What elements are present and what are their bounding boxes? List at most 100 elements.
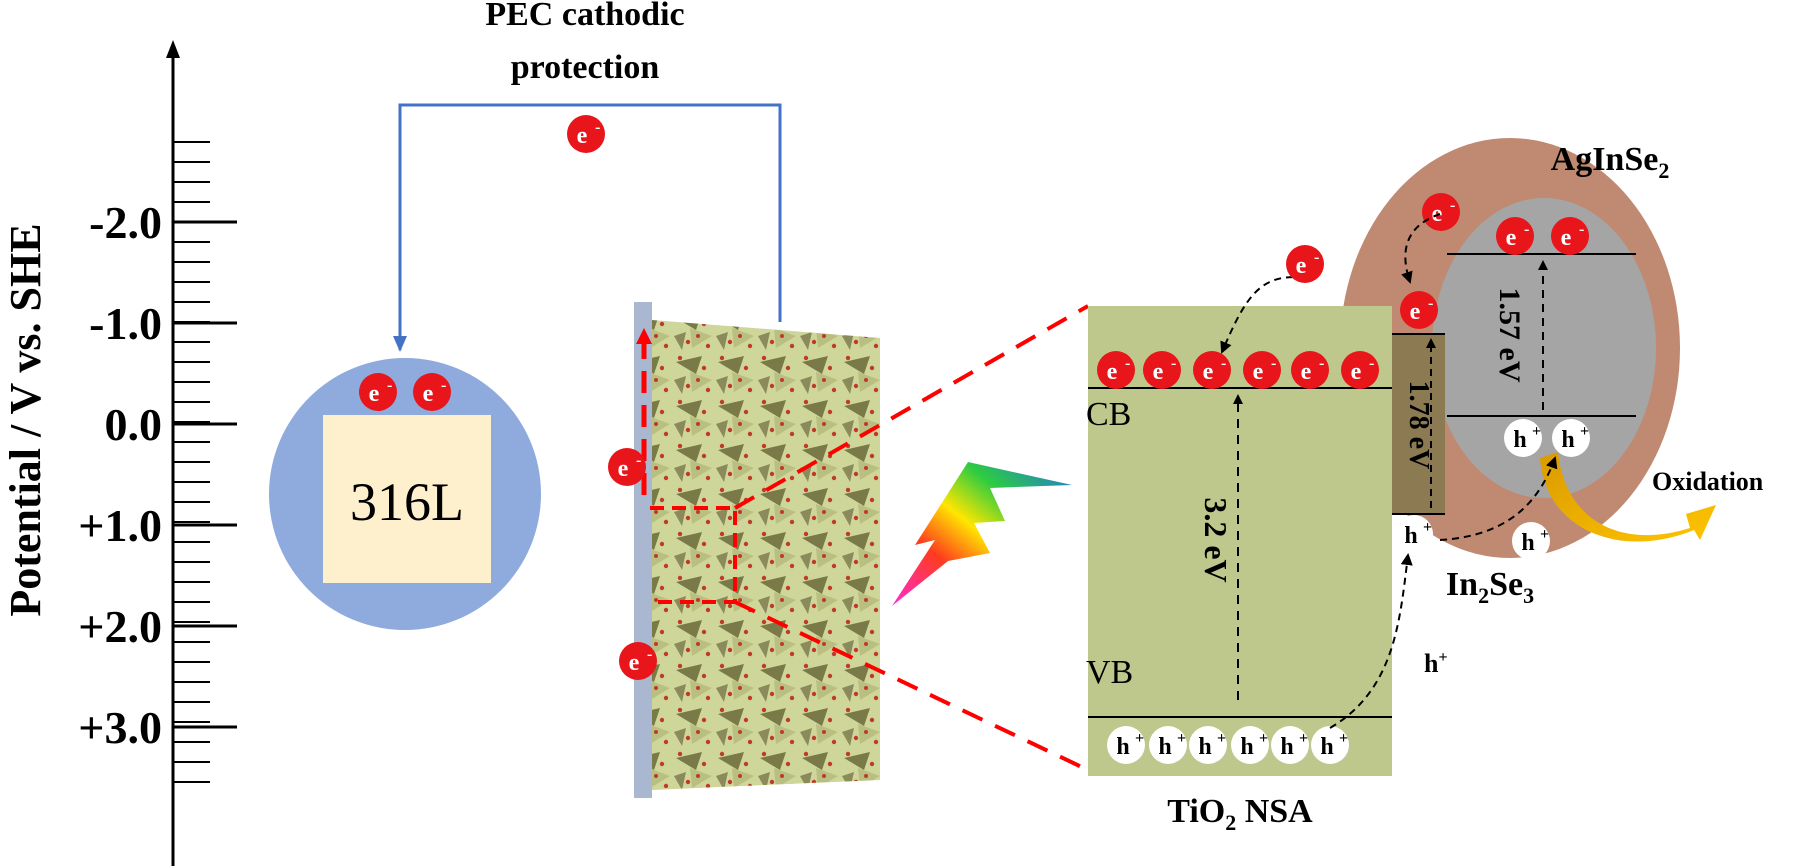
potential-axis: -2.0-1.00.0+1.0+2.0+3.0 Potential / V vs…	[1, 40, 237, 866]
title-line-1: PEC cathodic	[485, 0, 684, 33]
in2se3-band	[1392, 334, 1445, 514]
electron-aginse2-top: e -	[1422, 193, 1460, 231]
svg-text:e: e	[629, 650, 640, 676]
tio2-label: TiO2 NSA	[1167, 793, 1313, 835]
svg-text:h: h	[1320, 734, 1333, 760]
svg-text:+: +	[1259, 730, 1268, 747]
electron-aginse2-cb-1: e -	[1496, 217, 1534, 255]
svg-text:-: -	[1314, 249, 1319, 266]
svg-text:e: e	[1410, 299, 1421, 325]
svg-text:h: h	[1116, 734, 1129, 760]
svg-text:-: -	[636, 452, 641, 469]
aginse2-label: AgInSe2	[1551, 141, 1670, 183]
axis-tick-label: +3.0	[78, 702, 162, 753]
electrode-316l: 316L e - e -	[269, 358, 541, 630]
hole: h+	[1189, 726, 1227, 764]
tio2-block: CB VB 3.2 eV TiO2 NSA e-e-e-e-e-e- h+h+h…	[1086, 306, 1392, 835]
photoanode: e - e -	[608, 302, 880, 798]
svg-text:+: +	[1217, 730, 1226, 747]
svg-text:-: -	[647, 646, 652, 663]
electron-transfer-arrow-1	[1220, 276, 1306, 354]
svg-text:h: h	[1198, 734, 1211, 760]
svg-text:e: e	[1296, 253, 1307, 279]
axis-tick-label: -2.0	[89, 197, 162, 248]
svg-text:-: -	[441, 377, 446, 394]
oxidation-label: Oxidation	[1652, 467, 1764, 496]
electron: e-	[1291, 351, 1329, 389]
svg-text:-: -	[1428, 295, 1433, 312]
axis-tick-label: 0.0	[105, 399, 163, 450]
svg-text:e: e	[1301, 359, 1312, 385]
svg-text:h: h	[1521, 530, 1534, 556]
svg-text:+: +	[1299, 730, 1308, 747]
hole: h+	[1231, 726, 1269, 764]
electron-photoanode-1: e -	[608, 448, 646, 486]
electron: e-	[1193, 351, 1231, 389]
hole: h+	[1107, 726, 1145, 764]
axis-tick-label: +1.0	[78, 500, 162, 551]
electron-aginse2-cb-2: e -	[1551, 217, 1589, 255]
hole-in2se3: h +	[1395, 515, 1433, 553]
svg-text:h: h	[1158, 734, 1171, 760]
axis-minor-ticks	[173, 141, 210, 783]
axis-tick-labels: -2.0-1.00.0+1.0+2.0+3.0	[78, 197, 162, 753]
svg-text:+: +	[1532, 423, 1541, 440]
hole-transfer-arrow-1	[1329, 553, 1413, 729]
tio2-vb-holes: h+h+h+h+h+h+	[1107, 726, 1349, 764]
aginse2-gap-label: 1.57 eV	[1493, 288, 1526, 383]
hole-aginse2-1: h +	[1504, 419, 1542, 457]
electron: e-	[1341, 351, 1379, 389]
electron-transfer-free: e -	[1286, 245, 1324, 283]
axis-major-ticks	[173, 220, 237, 729]
electron-symbol: e	[577, 123, 588, 149]
electron: e-	[1243, 351, 1281, 389]
hole: h+	[1311, 726, 1349, 764]
svg-text:e: e	[1506, 225, 1517, 251]
svg-text:+: +	[1177, 730, 1186, 747]
electron-wire: e -	[567, 115, 605, 153]
svg-text:h: h	[1404, 523, 1417, 549]
svg-text:-: -	[1450, 197, 1455, 214]
tio2-cb-electrons: e-e-e-e-e-e-	[1097, 351, 1379, 389]
tio2-vb-label: VB	[1086, 654, 1133, 691]
oxidation-arrow	[1540, 452, 1716, 542]
svg-text:-: -	[1221, 355, 1226, 372]
axis-arrowhead	[166, 40, 180, 58]
zoom-box	[650, 506, 737, 604]
axis-label: Potential / V vs. SHE	[1, 223, 50, 616]
svg-text:e: e	[1561, 225, 1572, 251]
svg-text:-: -	[387, 377, 392, 394]
svg-text:+: +	[1580, 423, 1589, 440]
svg-text:-: -	[1319, 355, 1324, 372]
hole-aginse2-2: h +	[1552, 419, 1590, 457]
hole-transfer-label: h+	[1424, 649, 1448, 678]
electron-charge: -	[595, 119, 600, 136]
svg-text:-: -	[1171, 355, 1176, 372]
svg-text:h: h	[1280, 734, 1293, 760]
electron-in2se3: e -	[1400, 291, 1438, 329]
electrode-label: 316L	[350, 472, 464, 532]
svg-text:h: h	[1561, 427, 1574, 453]
svg-text:e: e	[1253, 359, 1264, 385]
electron-photoanode-2: e -	[619, 642, 657, 680]
svg-text:e: e	[369, 381, 380, 407]
hole: h+	[1271, 726, 1309, 764]
svg-text:e: e	[1107, 359, 1118, 385]
in2se3-gap-label: 1.78 eV	[1403, 381, 1434, 470]
electron: e-	[1097, 351, 1135, 389]
zoom-line-bottom	[734, 600, 1089, 772]
svg-text:-: -	[1125, 355, 1130, 372]
svg-text:h: h	[1513, 427, 1526, 453]
tio2-cb-label: CB	[1086, 396, 1131, 433]
hole-in2se3-free: h +	[1512, 522, 1550, 560]
in2se3-block: 1.78 eV In2Se3 e - h + h +	[1392, 291, 1550, 608]
electron-electrode-1: e -	[359, 373, 397, 411]
electron: e-	[1143, 351, 1181, 389]
nanosheet-array	[652, 320, 880, 790]
svg-text:+: +	[1540, 526, 1549, 543]
axis-tick-label: -1.0	[89, 298, 162, 349]
svg-text:h: h	[1240, 734, 1253, 760]
electron-electrode-2: e -	[413, 373, 451, 411]
electrode-plate	[323, 415, 491, 583]
